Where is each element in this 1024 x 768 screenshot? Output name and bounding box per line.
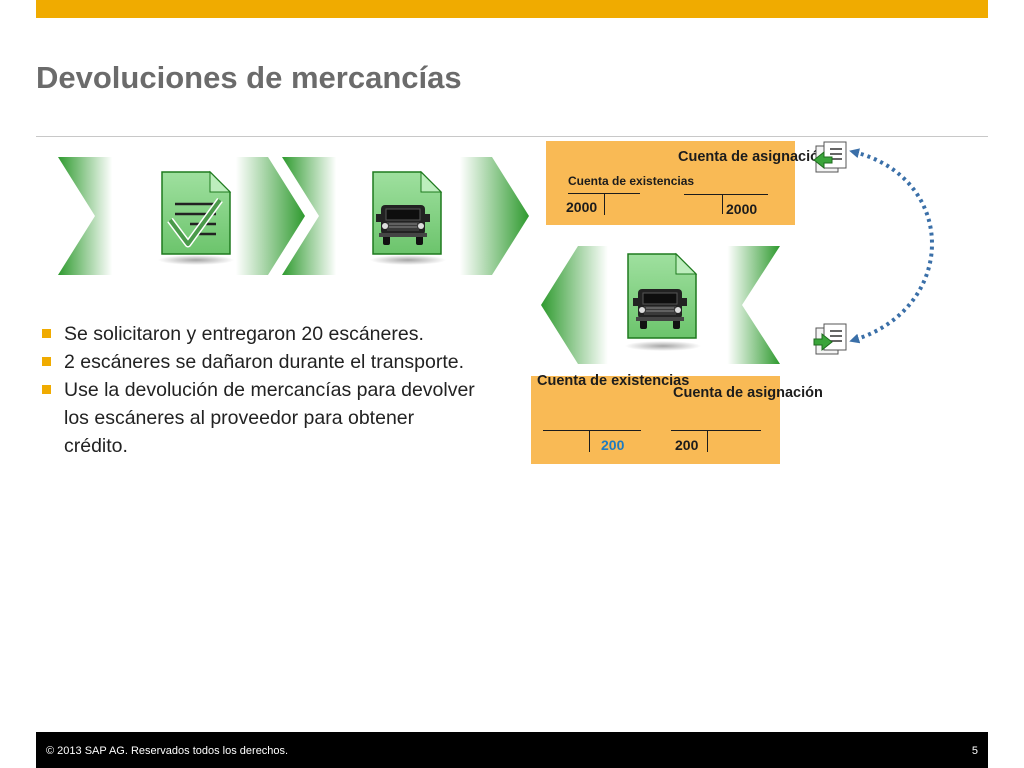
stock-account-label: Cuenta de existencias	[537, 373, 690, 389]
stock-account-value: 200	[601, 437, 625, 453]
t-account-line	[671, 430, 761, 431]
page-title: Devoluciones de mercancías	[36, 60, 462, 95]
t-account-line	[604, 193, 605, 215]
document-import-icon	[813, 323, 847, 355]
posting-box-return: Cuenta de existencias 200 Cuenta de asig…	[531, 373, 823, 464]
t-account-line	[707, 430, 708, 452]
footer-bar: © 2013 SAP AG. Reservados todos los dere…	[36, 732, 988, 768]
t-account-line	[684, 194, 768, 195]
delivery-truck-icon	[370, 170, 446, 265]
allocation-account-label: Cuenta de asignación	[678, 149, 828, 165]
allocation-account-label: Cuenta de asignación	[673, 385, 823, 401]
posting-box-goods-receipt: Cuenta de existencias 2000 Cuenta de asi…	[546, 141, 828, 225]
copyright-text: © 2013 SAP AG. Reservados todos los dere…	[46, 745, 289, 757]
stock-account-label: Cuenta de existencias	[568, 174, 695, 188]
allocation-account-value: 2000	[726, 201, 758, 217]
t-account-line	[589, 430, 590, 452]
delivery-truck-icon	[625, 252, 701, 351]
bidirectional-dotted-arrow	[849, 148, 934, 344]
document-link-diagram	[813, 141, 934, 355]
page-number: 5	[971, 745, 978, 757]
checklist-document-icon	[158, 170, 234, 265]
document-export-icon	[813, 141, 847, 173]
bullet-item: Use la devolución de mercancías para dev…	[40, 376, 480, 460]
stock-account-value: 2000	[566, 199, 598, 215]
title-divider	[36, 136, 988, 137]
bullet-item: Se solicitaron y entregaron 20 escáneres…	[40, 320, 480, 348]
top-accent-bar	[36, 0, 988, 18]
bullet-item: 2 escáneres se dañaron durante el transp…	[40, 348, 480, 376]
allocation-account-value: 200	[675, 437, 699, 453]
bullet-list: Se solicitaron y entregaron 20 escáneres…	[40, 320, 480, 460]
t-account-line	[722, 194, 723, 214]
t-account-line	[543, 430, 641, 431]
process-flow	[58, 157, 780, 364]
